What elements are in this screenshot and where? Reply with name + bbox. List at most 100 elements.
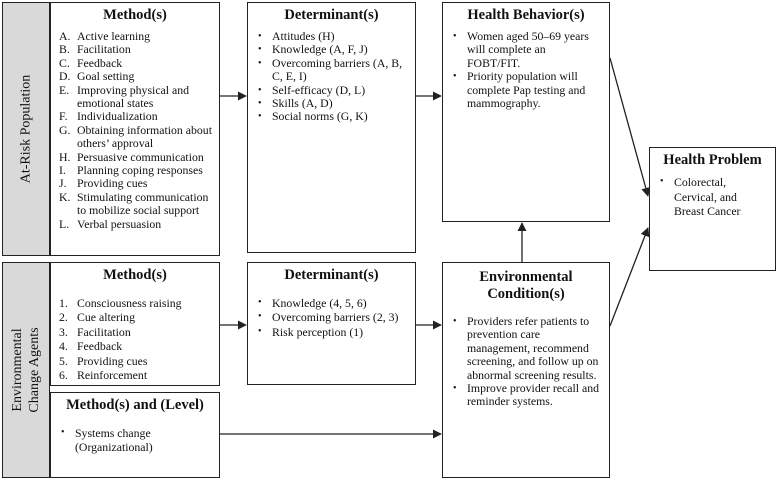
bullet-icon: • (258, 98, 262, 110)
env-methods-title: Method(s) (103, 267, 167, 283)
list-item-text: Systems change (Organizational) (75, 426, 153, 455)
bullet-icon: • (453, 71, 457, 83)
list-item: • Systems change (Organizational) (51, 426, 219, 455)
list-marker: A. (59, 29, 71, 43)
list-item: • Providers refer patients to prevention … (443, 314, 603, 382)
list-marker: 6. (59, 368, 68, 383)
list-item: • Priority population will complete Pap t… (443, 70, 599, 110)
list-item-text: Self-efficacy (D, L) (272, 82, 366, 97)
list-item: K.Stimulating communication to mobilize … (51, 189, 219, 218)
list-marker: I. (59, 163, 66, 178)
list-marker: K. (59, 189, 71, 204)
bullet-icon: • (258, 311, 262, 323)
list-marker: 5. (59, 353, 68, 368)
env-conditions-box: Environmental Condition(s) •Providers re… (442, 262, 610, 478)
at-risk-population-label-box: At-Risk Population (2, 2, 50, 256)
list-item: F. Individualization (51, 109, 219, 124)
list-item-text: Reinforcement (77, 368, 148, 383)
list-marker: F. (59, 109, 68, 124)
list-item: • Women aged 50–69 years will complete an… (443, 29, 599, 70)
list-item: • Skills (A, D) (248, 96, 415, 111)
list-item: 6. Reinforcement (51, 368, 219, 382)
list-item: I.Planning coping responses (51, 163, 219, 178)
list-item: G. Obtaining information about others’ ap… (51, 122, 219, 151)
list-item-text: Priority population will complete Pap te… (467, 69, 586, 111)
list-item: • Knowledge (4, 5, 6) (248, 296, 415, 310)
list-item: D. Goal setting (51, 69, 219, 84)
list-item-text: Consciousness raising (77, 296, 182, 310)
list-marker: B. (59, 42, 70, 57)
org-methods-list: • Systems change (Organizational) (51, 426, 219, 455)
list-item: J.Providing cues (51, 177, 219, 191)
at-risk-determinants-title: Determinant(s) (284, 7, 379, 23)
list-item: • Overcoming barriers (2, 3) (248, 310, 415, 324)
list-item: 2.Cue altering (51, 310, 219, 324)
list-item-text: Social norms (G, K) (272, 109, 368, 124)
at-risk-determinants-list: •Attitudes (H)•Knowledge (A, F, J)•Overc… (248, 29, 415, 124)
list-item: B. Facilitation (51, 42, 219, 57)
list-marker: D. (59, 69, 71, 84)
list-item-text: Overcoming barriers (A, B, C, E, I) (272, 55, 403, 84)
arrow-conditions-to-problem (609, 227, 650, 327)
list-item-text: Improve provider recall and reminder sys… (467, 381, 600, 409)
env-determinants-box: Determinant(s) • Knowledge (4, 5, 6) • Over… (247, 262, 416, 385)
list-item-text: Overcoming barriers (2, 3) (272, 310, 399, 325)
health-problem-title: Health Problem (663, 152, 762, 168)
list-item-text: Feedback (77, 339, 123, 354)
health-problem-box: Health Problem •Colorectal, Cervical, an… (649, 147, 776, 271)
env-determinants-title: Determinant(s) (284, 267, 379, 283)
list-item-text: Providers refer patients to prevention c… (467, 314, 599, 382)
list-item-text: Active learning (77, 29, 151, 43)
list-item-text: Facilitation (77, 42, 131, 57)
bullet-icon: • (258, 57, 262, 69)
list-marker: 4. (59, 339, 68, 354)
list-marker: H. (59, 149, 71, 164)
list-item: •Attitudes (H) (248, 29, 415, 43)
list-item-text: Obtaining information about others’ appr… (77, 122, 212, 151)
list-item: 1.Consciousness raising (51, 296, 219, 310)
list-item-text: Providing cues (77, 353, 148, 368)
bullet-icon: • (453, 316, 457, 327)
list-item-text: Goal setting (77, 69, 135, 84)
bullet-icon: • (453, 383, 457, 395)
list-marker: 3. (59, 324, 68, 339)
list-item: 5. Providing cues (51, 354, 219, 368)
list-item-text: Feedback (77, 55, 123, 70)
bullet-icon: • (258, 44, 262, 56)
list-item: A. Active learning (51, 29, 219, 43)
at-risk-methods-title: Method(s) (103, 7, 167, 23)
list-item: •Colorectal, Cervical, and Breast Cancer (650, 175, 767, 219)
health-behaviors-list: • Women aged 50–69 years will complete an… (443, 29, 609, 110)
list-item: E.Improving physical and emotional state… (51, 82, 219, 111)
bullet-icon: • (258, 297, 262, 308)
list-item: 3.Facilitation (51, 325, 219, 339)
list-item-text: Attitudes (H) (272, 29, 335, 43)
list-item: H.Persuasive communication (51, 149, 219, 164)
list-item-text: Skills (A, D) (272, 96, 333, 111)
env-conditions-list: • Providers refer patients to prevention … (443, 314, 609, 409)
list-item: •Social norms (G, K) (248, 110, 415, 123)
list-item: • Overcoming barriers (A, B, C, E, I) (248, 55, 415, 84)
list-item: 4. Feedback (51, 339, 219, 353)
org-methods-title: Method(s) and (Level) (66, 397, 204, 413)
list-marker: G. (59, 122, 71, 137)
list-marker: 2. (59, 310, 68, 325)
bullet-icon: • (61, 427, 65, 438)
org-methods-box: Method(s) and (Level) • Systems change (O… (50, 392, 220, 478)
list-marker: E. (59, 82, 70, 97)
list-item-text: Women aged 50–69 years will complete an … (467, 29, 589, 70)
environmental-change-agents-label-box: Environmental Change Agents (2, 262, 50, 478)
list-item-text: Knowledge (4, 5, 6) (272, 296, 367, 310)
bullet-icon: • (453, 31, 457, 42)
health-behaviors-title: Health Behavior(s) (467, 7, 585, 23)
bullet-icon: • (258, 84, 262, 96)
list-item: • Improve provider recall and reminder sy… (443, 381, 603, 409)
health-behaviors-box: Health Behavior(s) • Women aged 50–69 yea… (442, 2, 610, 222)
at-risk-determinants-box: Determinant(s) •Attitudes (H)•Knowledge … (247, 2, 416, 253)
list-item-text: Individualization (77, 109, 158, 124)
list-item-text: Colorectal, Cervical, and Breast Cancer (674, 175, 741, 218)
